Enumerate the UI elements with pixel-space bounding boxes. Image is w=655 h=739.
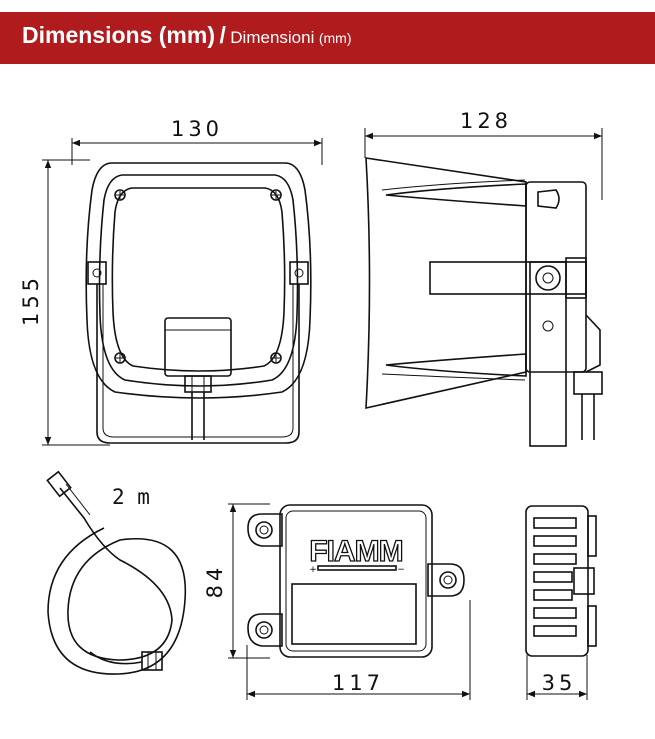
brand-logo: FIAMM [309, 535, 402, 568]
terminal-bolt [537, 189, 560, 209]
unit-label-panel [291, 583, 417, 645]
horn-grille-frame [111, 187, 286, 372]
side-view: 128 [364, 109, 603, 447]
rear-housing [525, 181, 587, 373]
rear-cap [585, 314, 601, 373]
screw-icon [114, 189, 126, 201]
cooling-fin [533, 571, 573, 583]
cable-gland [184, 375, 212, 393]
screw-icon [270, 352, 282, 364]
mount-ear-bottom-left [247, 613, 283, 647]
mount-ear-top-left [247, 513, 283, 547]
unit-body [279, 504, 433, 658]
cooling-fin [533, 607, 577, 619]
title-italian: Dimensioni [230, 28, 315, 47]
mounting-bracket [96, 284, 300, 444]
horn-outer-body [85, 162, 312, 399]
side-tab-top [587, 515, 597, 557]
cable-view: 2 m [46, 470, 187, 675]
dim-side-depth: 128 [460, 109, 512, 133]
connector-plug [141, 651, 163, 671]
dim-unit-width: 117 [332, 671, 384, 695]
cable-end [46, 470, 72, 498]
side-tab-bottom [587, 605, 597, 647]
cable-tail [89, 651, 143, 665]
cooling-fin [533, 553, 577, 565]
side-bracket-arm [529, 261, 567, 447]
screw-icon [270, 189, 282, 201]
flare-rib-bottom [385, 353, 527, 377]
header-title: Dimensions (mm) / Dimensioni (mm) [22, 22, 351, 49]
pivot-left [87, 261, 107, 285]
dim-cable-length: 2 m [112, 485, 150, 509]
horn-inner-rim [98, 174, 299, 387]
polarity-bar [317, 565, 397, 571]
cooling-fin [533, 535, 577, 547]
horn-flare [365, 157, 527, 410]
cooling-fin [533, 589, 573, 601]
title-italian-unit: (mm) [318, 30, 352, 46]
side-connector [573, 567, 595, 595]
mount-ear-right [427, 563, 465, 597]
cooling-fin [533, 517, 577, 529]
mounting-bar [429, 261, 587, 295]
title-separator: / [219, 22, 226, 48]
dim-unit-depth: 35 [542, 671, 577, 695]
polarity-plus: + [309, 565, 317, 575]
dim-front-height: 155 [19, 274, 43, 326]
bar-clamp [565, 257, 587, 299]
cable-coil [47, 487, 187, 675]
unit-side-view: 35 [525, 505, 597, 700]
unit-side-body [525, 505, 589, 657]
unit-front-view: 84 117 FIAMM + − [203, 503, 471, 700]
header-bar: Dimensions (mm) / Dimensioni (mm) [0, 12, 655, 64]
driver-housing [164, 317, 232, 377]
dim-unit-height: 84 [203, 564, 227, 599]
dim-front-width: 130 [171, 117, 223, 141]
pivot-bolt [535, 265, 561, 291]
cooling-fin [533, 625, 577, 637]
screw-icon [114, 352, 126, 364]
bracket-hole [542, 320, 554, 332]
pivot-right [289, 261, 309, 285]
title-english: Dimensions (mm) [22, 22, 215, 48]
front-view: 130 155 [19, 117, 323, 446]
side-cable-gland [573, 371, 603, 395]
polarity-minus: − [397, 565, 405, 575]
